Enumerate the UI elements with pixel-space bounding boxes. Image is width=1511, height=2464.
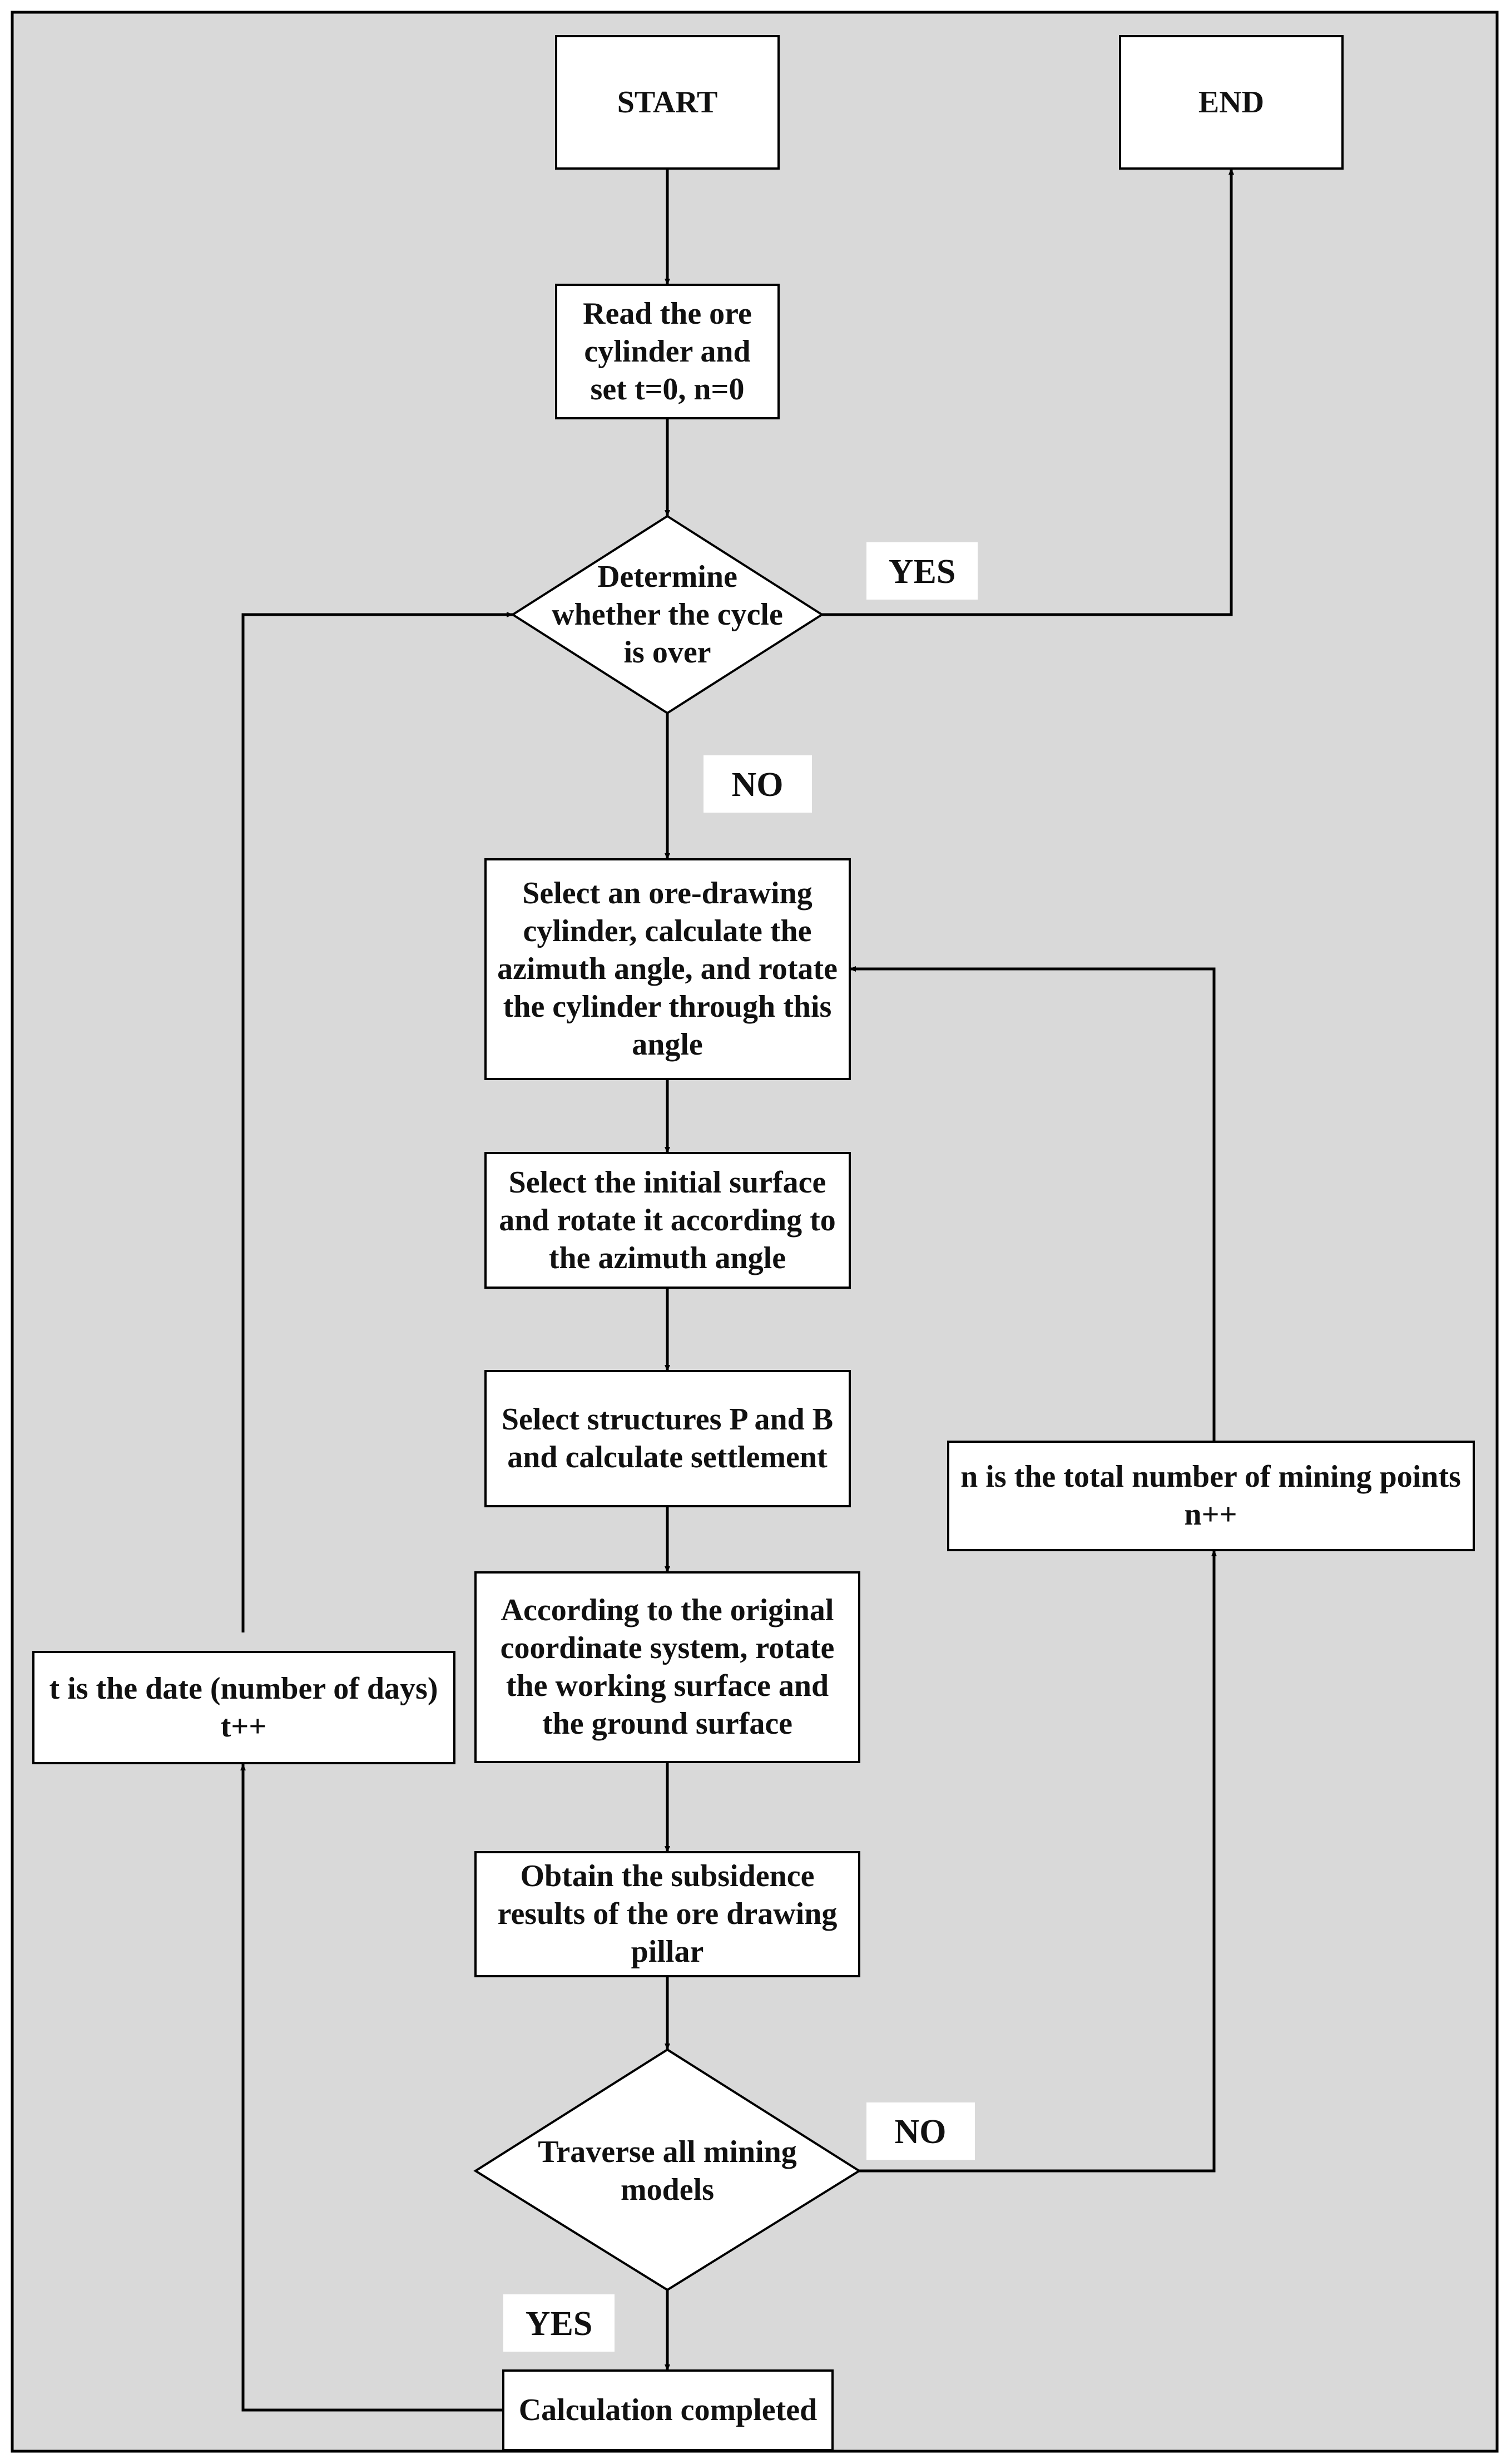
end-text: END — [1198, 85, 1264, 120]
t-box-line: t++ — [221, 1709, 266, 1744]
t-box — [32, 1651, 455, 1764]
completed-text: Calculation completed — [519, 2393, 818, 2427]
arrow-n-box-back-to-select — [849, 966, 1216, 1442]
arrow-completed-to-t-box — [240, 1764, 503, 2412]
read-box — [555, 284, 780, 419]
start-text: START — [617, 85, 718, 120]
n-box-line: n++ — [1185, 1497, 1237, 1532]
select-surface-line: Select the initial surface — [509, 1165, 826, 1200]
determine-line: Determine — [597, 560, 737, 594]
n-box — [947, 1441, 1475, 1551]
select-surface-line: the azimuth angle — [549, 1241, 786, 1275]
start-line: START — [617, 85, 718, 120]
rotate-surfaces-node: According to the original coordinate syst… — [474, 1571, 860, 1763]
completed-box — [502, 2369, 834, 2451]
traverse-diamond — [473, 2048, 861, 2292]
completed-node: Calculation completed — [502, 2369, 834, 2451]
label-no-top: NO — [704, 755, 812, 813]
connectors — [240, 168, 1234, 2412]
obtain-box — [474, 1851, 860, 1977]
obtain-text: Obtain the subsidence results of the ore … — [498, 1859, 838, 1969]
rotate-surfaces-line: According to the original — [501, 1593, 834, 1627]
obtain-line: results of the ore drawing — [498, 1897, 838, 1931]
select-surface-box — [484, 1152, 851, 1289]
label-yes-top-text: YES — [889, 553, 956, 591]
end-box — [1119, 35, 1344, 170]
obtain-node: Obtain the subsidence results of the ore … — [474, 1851, 860, 1977]
traverse-line: models — [621, 2173, 714, 2207]
label-no-bottom-text: NO — [895, 2113, 947, 2151]
rotate-surfaces-line: coordinate system, rotate — [501, 1631, 835, 1665]
traverse-node: Traverse all mining models — [473, 2048, 861, 2292]
select-cylinder-line: cylinder, calculate the — [523, 914, 812, 948]
label-yes-top-bg — [866, 542, 978, 600]
arrow-determine-yes-to-end — [822, 168, 1234, 616]
label-no-bottom-bg — [866, 2102, 975, 2160]
arrow-traverse-no-to-n-box — [859, 1550, 1217, 2173]
start-node: START — [555, 35, 780, 170]
traverse-text: Traverse all mining models — [538, 2135, 797, 2207]
t-box-node: t is the date (number of days)t++ — [32, 1651, 455, 1764]
rotate-surfaces-box — [474, 1571, 860, 1763]
select-cylinder-line: angle — [632, 1027, 703, 1062]
arrow-t-box-back-to-determine — [241, 612, 513, 1632]
rotate-surfaces-text: According to the original coordinate syst… — [501, 1593, 835, 1741]
select-cylinder-line: azimuth angle, and rotate — [497, 952, 838, 986]
select-structures-box — [484, 1370, 851, 1507]
start-box — [555, 35, 780, 170]
end-line: END — [1198, 85, 1264, 120]
label-yes-bottom: YES — [503, 2294, 615, 2352]
obtain-line: Obtain the subsidence — [521, 1859, 815, 1893]
label-yes-bottom-bg — [503, 2294, 615, 2352]
determine-diamond — [511, 514, 824, 715]
select-cylinder-line: the cylinder through this — [503, 989, 832, 1024]
select-structures-line: and calculate settlement — [507, 1440, 828, 1475]
rotate-surfaces-line: the working surface and — [506, 1669, 829, 1703]
read-line: cylinder and — [584, 334, 750, 369]
end-node: END — [1119, 35, 1344, 170]
select-surface-line: and rotate it according to — [499, 1203, 836, 1238]
label-yes-bottom-text: YES — [526, 2305, 593, 2343]
select-cylinder-line: Select an ore-drawing — [522, 876, 813, 911]
read-line: set t=0, n=0 — [591, 372, 745, 407]
rotate-surfaces-line: the ground surface — [542, 1706, 792, 1741]
completed-line: Calculation completed — [519, 2393, 818, 2427]
determine-line: whether the cycle — [552, 597, 783, 632]
select-structures-line: Select structures P and B — [502, 1402, 833, 1437]
label-yes-top: YES — [866, 542, 978, 600]
n-box-line: n is the total number of mining points — [960, 1459, 1461, 1494]
traverse-line: Traverse all mining — [538, 2135, 797, 2169]
obtain-line: pillar — [631, 1934, 704, 1969]
label-no-bottom: NO — [866, 2102, 975, 2160]
t-box-text: t is the date (number of days)t++ — [49, 1671, 438, 1744]
label-no-top-text: NO — [732, 766, 784, 804]
select-cylinder-box — [484, 858, 851, 1080]
label-no-top-bg — [704, 755, 812, 813]
determine-line: is over — [623, 635, 711, 670]
t-box-line: t is the date (number of days) — [49, 1671, 438, 1706]
read-line: Read the ore — [583, 296, 752, 331]
